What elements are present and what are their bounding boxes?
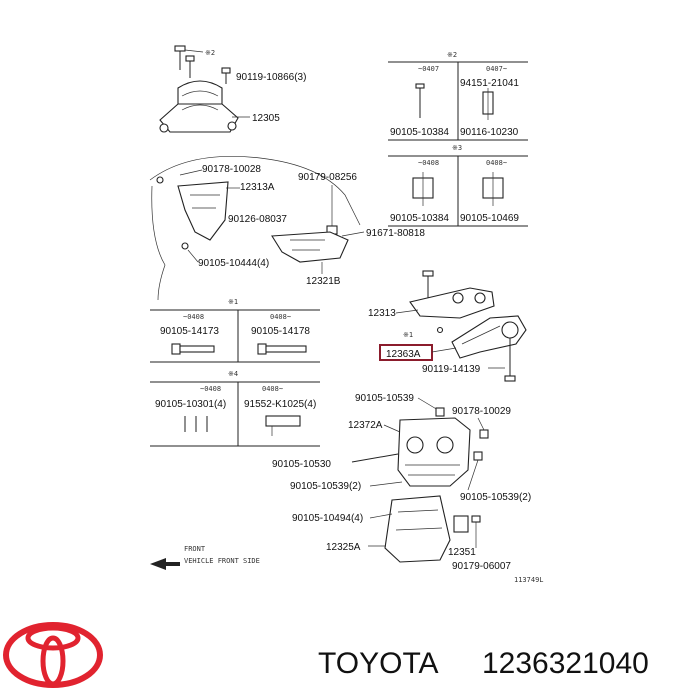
top-mount-label: 12305 xyxy=(252,113,280,124)
lower-p4-label: 90105-10530 xyxy=(272,459,331,470)
rear-mount-bolt-label: 90119-14139 xyxy=(422,364,481,375)
table-mid-part-right: 90105-14178 xyxy=(251,326,310,337)
left-bracket-p1-label: 90178-10028 xyxy=(202,164,261,175)
highlight-box xyxy=(379,344,433,361)
table-top-2-part-left: 90105-10384 xyxy=(390,213,449,224)
lower-p1-label: 90105-10539 xyxy=(355,393,414,404)
rear-mount-assembly: 12313 ※1 12363A 90119-14139 xyxy=(368,270,527,382)
left-bracket-p2-label: 12313A xyxy=(240,182,275,193)
table-mid-star: ※1 xyxy=(228,298,238,306)
footer: TOYOTA 1236321040 xyxy=(3,622,649,688)
part-number: 1236321040 xyxy=(482,647,649,680)
lower-p2-label: 90178-10029 xyxy=(452,406,511,417)
top-mount-assembly: ※2 90119-10866(3) 12305 xyxy=(159,45,306,133)
vehicle-front-arrow-icon xyxy=(150,558,180,570)
table-top-1-col-left: ~0407 xyxy=(418,65,439,73)
table-top-1-part-right-top: 94151-21041 xyxy=(460,78,519,89)
center-p1-label: 90179-08256 xyxy=(298,172,357,183)
left-bracket-assembly: 90178-10028 12313A 90126-08037 90105-104… xyxy=(149,155,361,301)
table-top-2-col-right: 0408~ xyxy=(486,159,507,167)
lower-p8-label: 12325A xyxy=(326,542,361,553)
table-top-1-star: ※2 xyxy=(447,51,457,59)
vehicle-front-marker: FRONT VEHICLE FRONT SIDE xyxy=(150,545,260,570)
table-mid: ※1 ~0408 0408~ 90105-14173 90105-14178 xyxy=(150,298,320,363)
table-low-star: ※4 xyxy=(228,370,238,378)
table-top-2-star: ※3 xyxy=(452,144,462,152)
top-mount-bolt-label: 90119-10866(3) xyxy=(236,72,306,83)
rear-mount-label: 12363A xyxy=(386,349,421,360)
table-top-1-col-right: 0407~ xyxy=(486,65,507,73)
lower-assembly: 90105-10539 90178-10029 12372A 90105-105… xyxy=(272,393,544,584)
left-bracket-p4-label: 90105-10444(4) xyxy=(198,258,269,269)
table-top-2-part-right: 90105-10469 xyxy=(460,213,519,224)
rear-mount-star: ※1 xyxy=(403,331,413,339)
table-mid-col-left: ~0408 xyxy=(183,313,204,321)
table-top-2-col-left: ~0408 xyxy=(418,159,439,167)
center-p2-label: 91671-80818 xyxy=(366,228,425,239)
table-top-2: ※3 ~0408 0408~ 90105-10384 90105-10469 xyxy=(388,144,528,227)
top-mount-star: ※2 xyxy=(205,49,215,57)
table-top-1-part-right: 90116-10230 xyxy=(460,127,519,138)
diagram-id-label: 113749L xyxy=(514,576,544,584)
table-top-1: ※2 ~0407 0407~ 94151-21041 90105-10384 9… xyxy=(388,51,528,141)
front-marker-line2: VEHICLE FRONT SIDE xyxy=(184,557,260,565)
lower-p10-label: 90179-06007 xyxy=(452,561,511,572)
table-top-1-part-left: 90105-10384 xyxy=(390,127,449,138)
table-mid-col-right: 0408~ xyxy=(270,313,291,321)
table-low: ※4 ~0408 0408~ 90105-10301(4) 91552-K102… xyxy=(150,370,320,447)
lower-p9-label: 12351 xyxy=(448,547,476,558)
table-low-col-right: 0408~ xyxy=(262,385,283,393)
lower-p5-label: 90105-10539(2) xyxy=(290,481,361,492)
left-bracket-p3-label: 90126-08037 xyxy=(228,214,287,225)
rear-bracket-label: 12313 xyxy=(368,308,396,319)
table-low-part-left: 90105-10301(4) xyxy=(155,399,226,410)
toyota-logo-icon xyxy=(3,622,103,688)
lower-p3-label: 12372A xyxy=(348,420,383,431)
table-mid-part-left: 90105-14173 xyxy=(160,326,219,337)
table-low-part-right: 91552-K1025(4) xyxy=(244,399,316,410)
brand-name: TOYOTA xyxy=(318,647,439,680)
lower-p7-label: 90105-10494(4) xyxy=(292,513,363,524)
center-p3-label: 12321B xyxy=(306,276,341,287)
front-marker-line1: FRONT xyxy=(184,545,206,553)
center-bracket-assembly: 90179-08256 91671-80818 12321B xyxy=(271,172,425,287)
table-low-col-left: ~0408 xyxy=(200,385,221,393)
lower-p6-label: 90105-10539(2) xyxy=(460,492,531,503)
